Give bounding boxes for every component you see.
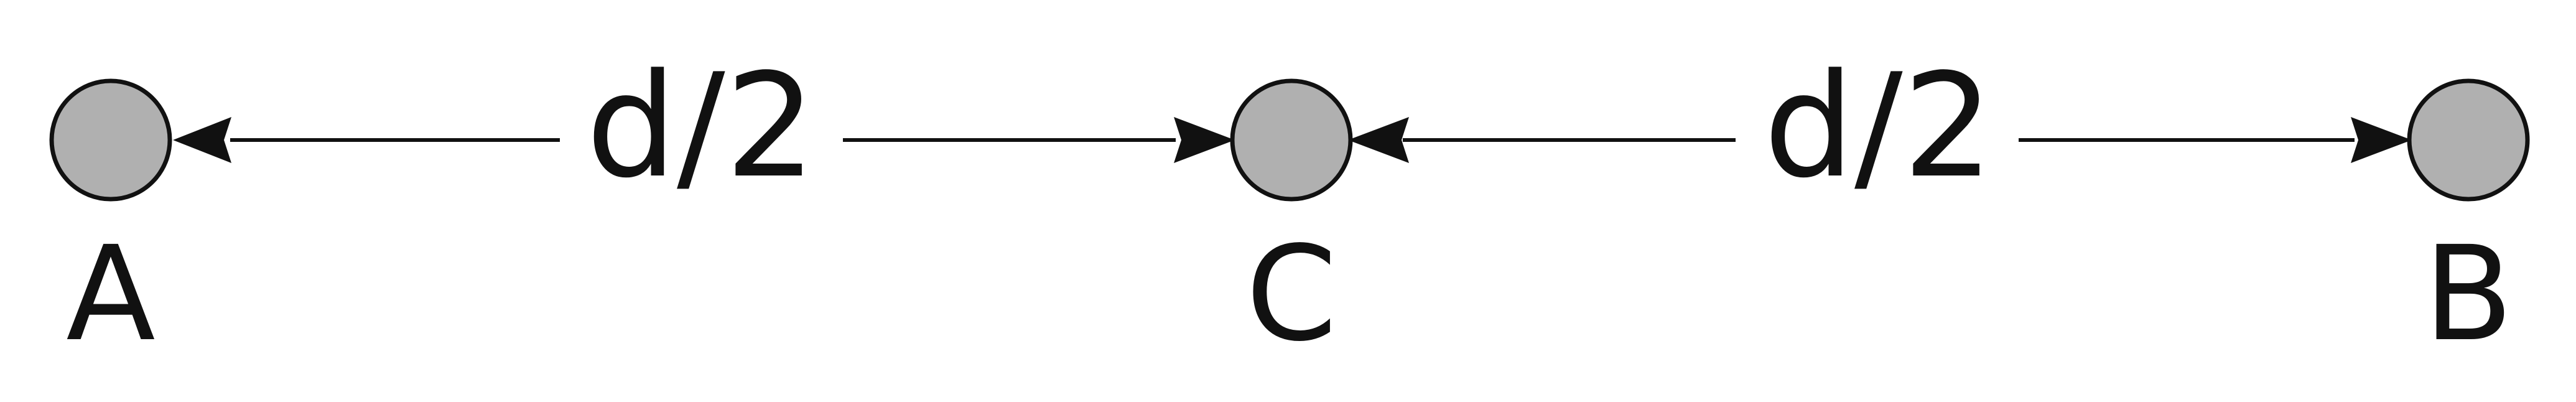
- node-c-circle: [1230, 78, 1353, 202]
- node-b-circle: [2407, 78, 2530, 202]
- node-c: C: [1230, 78, 1353, 370]
- arrowhead-pointing-to-a: [173, 117, 231, 163]
- node-a-circle: [49, 78, 172, 202]
- arrowhead-pointing-to-b: [2351, 117, 2412, 163]
- arrowhead-pointing-to-c-from-right: [1348, 117, 1409, 163]
- node-c-label: C: [1246, 218, 1337, 370]
- left-dimension-arrow: d/2: [173, 44, 1235, 210]
- arrowhead-pointing-to-c-from-left: [1174, 117, 1235, 163]
- left-distance-label: d/2: [586, 44, 816, 210]
- right-dimension-arrow: d/2: [1348, 44, 2412, 210]
- node-b: B: [2407, 78, 2530, 370]
- node-a: A: [49, 78, 172, 370]
- node-b-label: B: [2424, 218, 2513, 370]
- right-distance-label: d/2: [1764, 44, 1994, 210]
- node-a-label: A: [66, 218, 156, 370]
